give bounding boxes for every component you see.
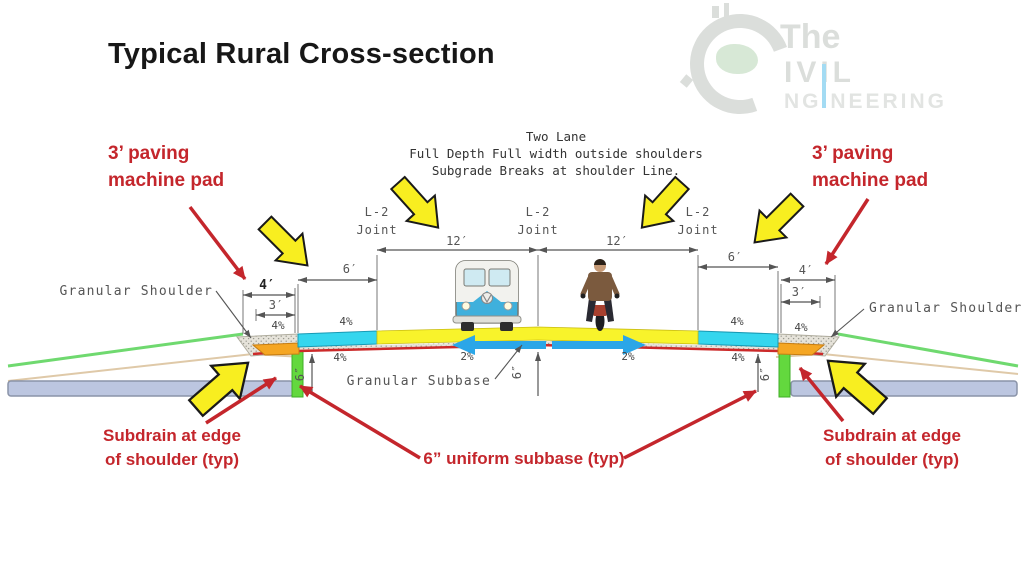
- slope-subbase-left: 4%: [333, 351, 347, 364]
- yellow-arrow-icon: [740, 185, 812, 257]
- red-arrow-subdrain-right: [798, 366, 845, 423]
- paving-pad-right: [777, 342, 826, 356]
- vw-bus: [452, 260, 522, 331]
- granular-subbase-label: Granular Subbase: [347, 374, 491, 389]
- dim-pad4-left: 4′: [259, 278, 275, 293]
- dim-pad3-left: 3′: [269, 298, 283, 312]
- svg-text:Joint: Joint: [517, 223, 558, 237]
- slope-subbase-right: 4%: [731, 351, 745, 364]
- pipe-right: [790, 380, 1018, 397]
- svg-text:Joint: Joint: [356, 223, 397, 237]
- logo-blue-bar: [822, 64, 826, 108]
- logo-text-ngineering: NGINEERING: [784, 90, 948, 113]
- dim-depth-left: 6″: [293, 367, 307, 381]
- logo-building-icon: [712, 6, 719, 18]
- dimension-lines: [243, 247, 835, 396]
- logo-text-the: The: [780, 18, 841, 56]
- slope-shoulder-pad-left: 4%: [271, 319, 285, 332]
- dim-pad3-right: 3′: [792, 285, 806, 299]
- red-arrow-subbase-right: [623, 389, 757, 460]
- crown-arrow-right-icon: [552, 335, 646, 355]
- note-line-1: Two Lane: [525, 129, 587, 144]
- design-notes: Two Lane Full Depth Full width outside s…: [378, 128, 734, 179]
- leader-lines: [215, 290, 865, 380]
- paving-pad-left: [251, 342, 300, 356]
- note-line-3: Subgrade Breaks at shoulder Line.: [431, 163, 681, 178]
- slope-cross-left: 2%: [460, 350, 474, 363]
- svg-text:Joint: Joint: [677, 223, 718, 237]
- page-title: Typical Rural Cross-section: [108, 38, 495, 70]
- logo-building-icon: [724, 3, 729, 17]
- red-arrow-subbase-left: [299, 384, 421, 460]
- motorcycle-rider: [580, 259, 620, 331]
- dim-pad4-right: 4′: [799, 263, 813, 277]
- dim-depth-right: 6″: [758, 367, 772, 381]
- slope-shoulder-top-right: 4%: [730, 315, 744, 328]
- callout-subdrain-left: Subdrain at edge of shoulder (typ): [103, 426, 241, 469]
- red-arrow-subdrain-left: [205, 376, 277, 425]
- dim-depth-center: 6″: [510, 365, 524, 379]
- paved-shoulder-left: [297, 330, 378, 348]
- callout-paving-pad-right: 3’ paving machine pad: [812, 143, 929, 191]
- dim-shoulder-left: 6′: [343, 262, 357, 276]
- logo-civil-engineering: The IVIL NGINEERING: [672, 0, 1022, 131]
- granular-shoulder-left-label: Granular Shoulder: [60, 284, 213, 299]
- red-arrow-pad-left: [188, 205, 247, 281]
- callout-uniform-subbase: 6” uniform subbase (typ): [423, 449, 625, 468]
- slope-shoulder-pad-right: 4%: [794, 321, 808, 334]
- joint-center-label: L-2: [526, 205, 551, 219]
- granular-shoulder-right-label: Granular Shoulder: [869, 301, 1022, 316]
- red-arrow-pad-right: [824, 198, 870, 265]
- logo-land-icon: [716, 44, 758, 74]
- joint-left-label: L-2: [365, 205, 390, 219]
- slope-shoulder-top-left: 4%: [339, 315, 353, 328]
- logo-text-ivil: IVIL: [784, 56, 856, 89]
- slope-cross-right: 2%: [621, 350, 635, 363]
- dim-shoulder-right: 6′: [728, 250, 742, 264]
- pavement-yellow: [376, 326, 699, 345]
- red-arrows: [188, 198, 870, 460]
- joint-right-label: L-2: [686, 205, 711, 219]
- callout-subdrain-right: Subdrain at edge of shoulder (typ): [823, 426, 961, 469]
- dim-lane-left: 12′: [446, 234, 468, 248]
- crown-arrow-left-icon: [452, 335, 546, 355]
- dim-lane-right: 12′: [606, 234, 628, 248]
- callout-paving-pad-left: 3’ paving machine pad: [108, 143, 225, 191]
- paved-shoulder-right: [697, 330, 779, 348]
- note-line-2: Full Depth Full width outside shoulders: [409, 146, 703, 161]
- yellow-arrow-icon: [250, 208, 322, 280]
